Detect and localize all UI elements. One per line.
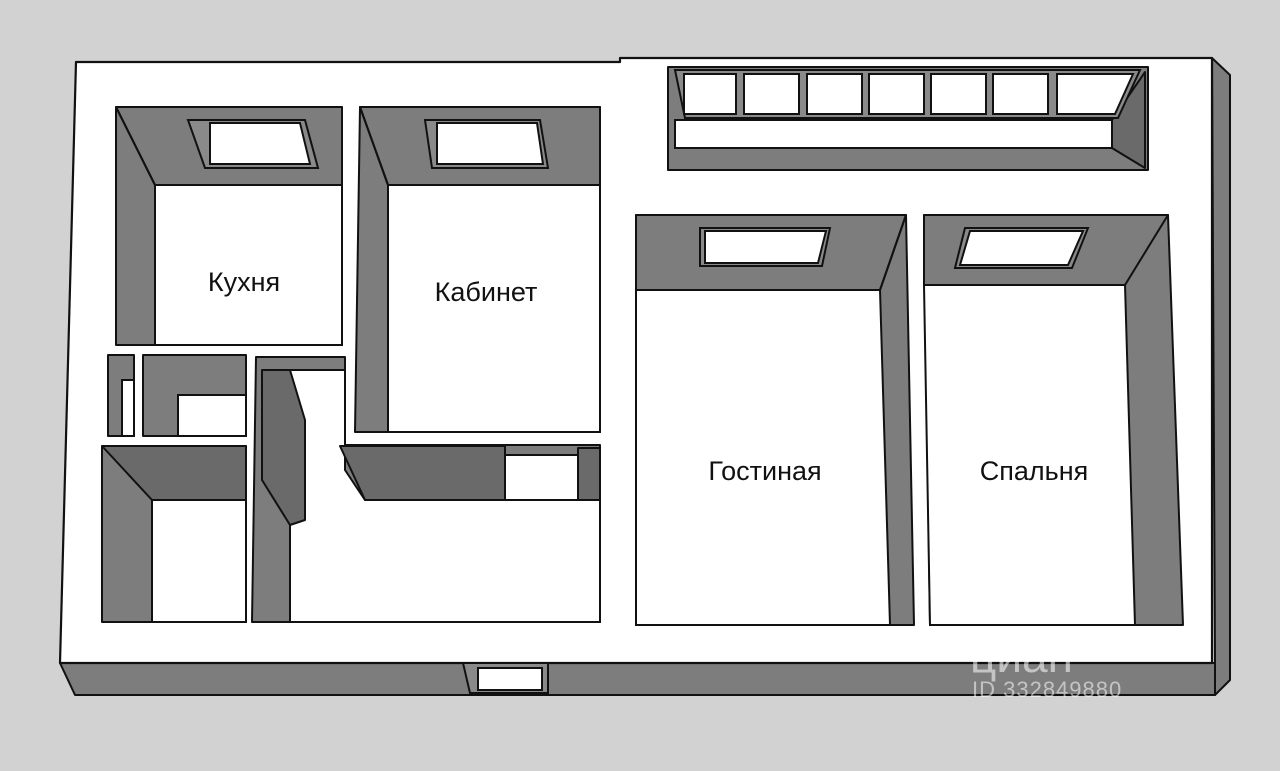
balcony-floor [674, 119, 1113, 149]
balcony-pane-1 [683, 73, 737, 115]
balcony-pane-2 [743, 73, 800, 115]
watermark-listing-id: ID 332849880 [972, 677, 1122, 702]
room-kitchen [115, 106, 343, 346]
bath-cell-1-floor [121, 379, 135, 437]
room-office [354, 106, 601, 433]
bedroom-floor [922, 284, 1137, 626]
hallway-doorway [504, 454, 579, 501]
office-floor [387, 184, 601, 433]
hallway-left-jamb [261, 369, 306, 526]
room-label-living: Гостиная [708, 456, 821, 486]
balcony-pane-7 [1056, 73, 1135, 115]
watermark: циан ID 332849880 [970, 630, 1122, 702]
kitchen-window [209, 122, 312, 165]
hallway-partition [339, 445, 506, 501]
bath-cell-3-floor [151, 499, 247, 623]
front-opening-glass [477, 667, 543, 691]
living-window [704, 230, 828, 264]
balcony [667, 66, 1149, 171]
bath-cell-3-back [101, 445, 247, 501]
bedroom-window [958, 230, 1085, 266]
room-label-office: Кабинет [435, 277, 538, 307]
hallway [251, 356, 601, 623]
balcony-right-face [1111, 71, 1146, 169]
outer-wall-right-face [1211, 57, 1231, 696]
room-label-bedroom: Спальня [980, 456, 1089, 486]
balcony-pane-4 [868, 73, 925, 115]
bath-cell-2-floor [177, 394, 247, 437]
room-label-kitchen: Кухня [208, 267, 280, 297]
hallway-door-post [577, 447, 601, 501]
room-bedroom [922, 214, 1184, 626]
balcony-pane-5 [930, 73, 987, 115]
bathroom-block [101, 354, 247, 623]
balcony-pane-3 [806, 73, 863, 115]
watermark-brand: циан [970, 630, 1073, 682]
kitchen-floor [154, 184, 343, 346]
office-window [436, 122, 545, 165]
room-living [635, 214, 915, 626]
front-opening [461, 662, 549, 694]
balcony-pane-6 [992, 73, 1049, 115]
